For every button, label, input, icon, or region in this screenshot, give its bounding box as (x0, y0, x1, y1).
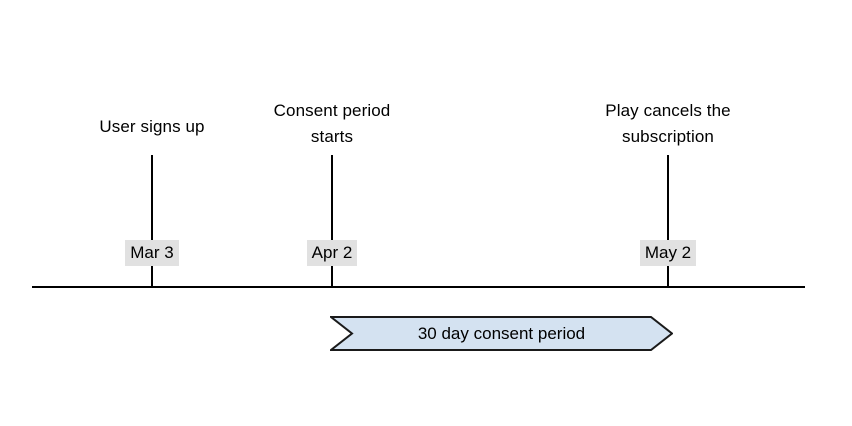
milestone-date-chip: Mar 3 (72, 240, 232, 266)
milestone-date-label: Apr 2 (306, 240, 358, 266)
milestone-date-label: Mar 3 (125, 240, 179, 266)
milestone-stem (667, 155, 669, 287)
milestone-title: Play cancels the subscription (605, 101, 731, 146)
milestone-title: Consent period starts (273, 101, 391, 146)
timeline-axis (32, 286, 805, 288)
milestone-date-label: May 2 (639, 240, 697, 266)
milestone-title: User signs up (99, 117, 205, 136)
consent-period-banner-label: 30 day consent period (417, 323, 586, 343)
milestone-date-chip: Apr 2 (252, 240, 412, 266)
milestone-date-chip: May 2 (588, 240, 748, 266)
milestone-stem (331, 155, 333, 287)
consent-period-banner[interactable]: 30 day consent period (330, 316, 673, 351)
chevron-banner-shape (330, 316, 673, 351)
milestone-stem (151, 155, 153, 287)
